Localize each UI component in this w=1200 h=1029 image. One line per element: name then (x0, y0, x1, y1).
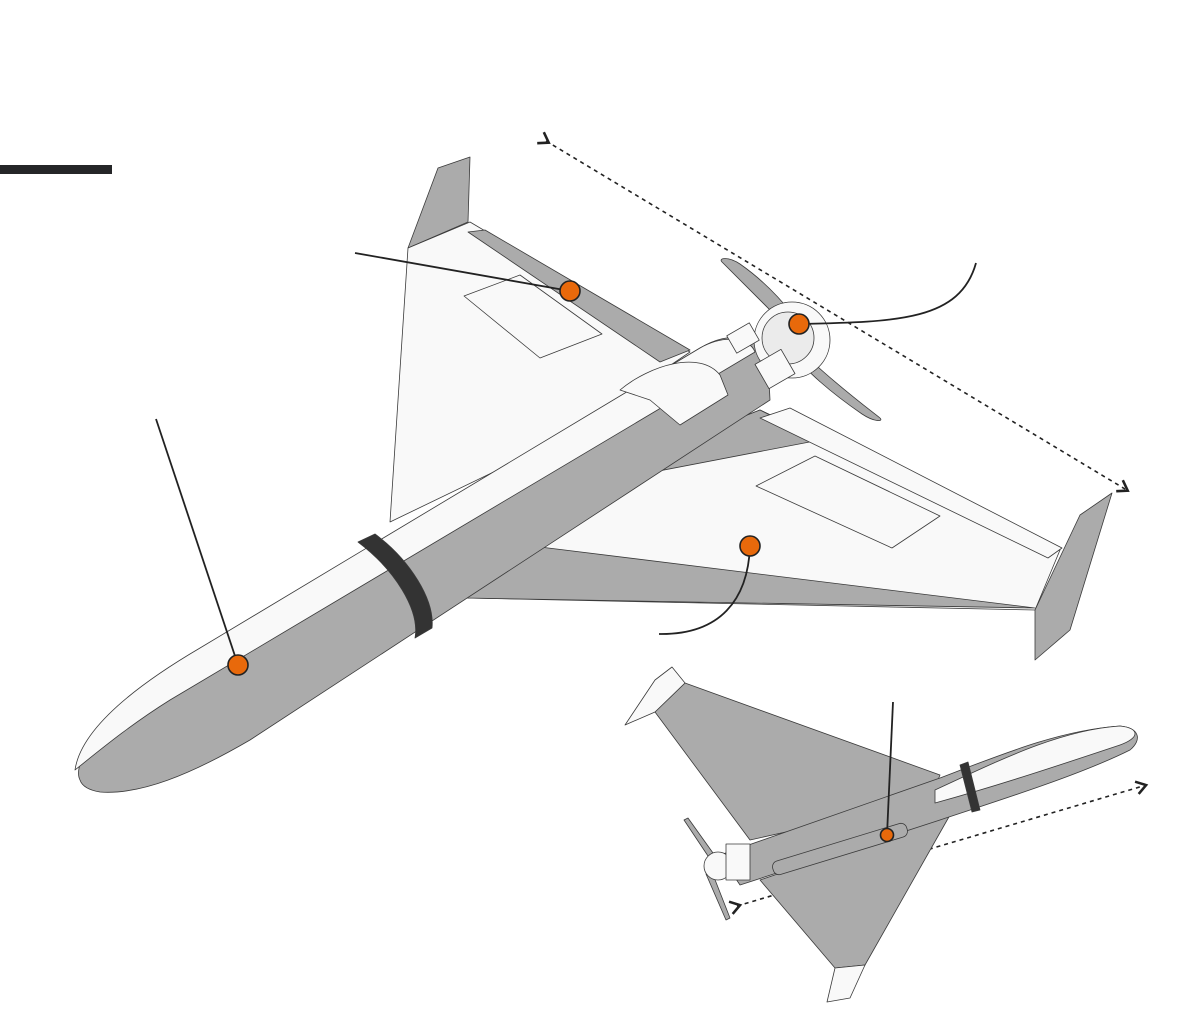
callouts (155, 252, 977, 836)
fin-upper (624, 666, 686, 726)
fuselage-band (357, 533, 433, 639)
callout-line-engine (798, 262, 977, 325)
callout-line-wing (658, 545, 751, 635)
fuselage-top (74, 338, 756, 771)
drone-top-view (74, 156, 1113, 793)
canopy-bump (619, 361, 729, 426)
callout-dot-nose[interactable] (227, 654, 249, 676)
fuselage-bottom-light (934, 725, 1136, 804)
engine-block (725, 843, 751, 881)
fin-lower (826, 964, 866, 1003)
length-dimension-arrow (728, 780, 1149, 915)
right-wing-panel (755, 455, 941, 549)
right-fin (1034, 492, 1113, 661)
engine-block (726, 322, 760, 354)
fuselage-band (959, 761, 981, 813)
callout-dots (227, 280, 895, 843)
right-elevon (759, 407, 1063, 559)
wingspan-dimension-arrow (537, 131, 1130, 493)
callout-line-wing-elevon (354, 252, 571, 292)
callout-dot-wing-elevon[interactable] (559, 280, 581, 302)
engine-block (754, 348, 796, 390)
callout-dot-underside[interactable] (879, 827, 895, 843)
callout-line-underside (886, 701, 894, 836)
underside-rail (772, 822, 908, 876)
drone-bottom-view (624, 666, 1138, 1003)
left-wing-panel (463, 274, 603, 359)
callout-line-nose (155, 418, 239, 666)
header-accent-bar (0, 165, 112, 174)
callout-dot-engine[interactable] (788, 313, 810, 335)
left-fin (407, 156, 471, 249)
callout-dot-wing[interactable] (739, 535, 761, 557)
